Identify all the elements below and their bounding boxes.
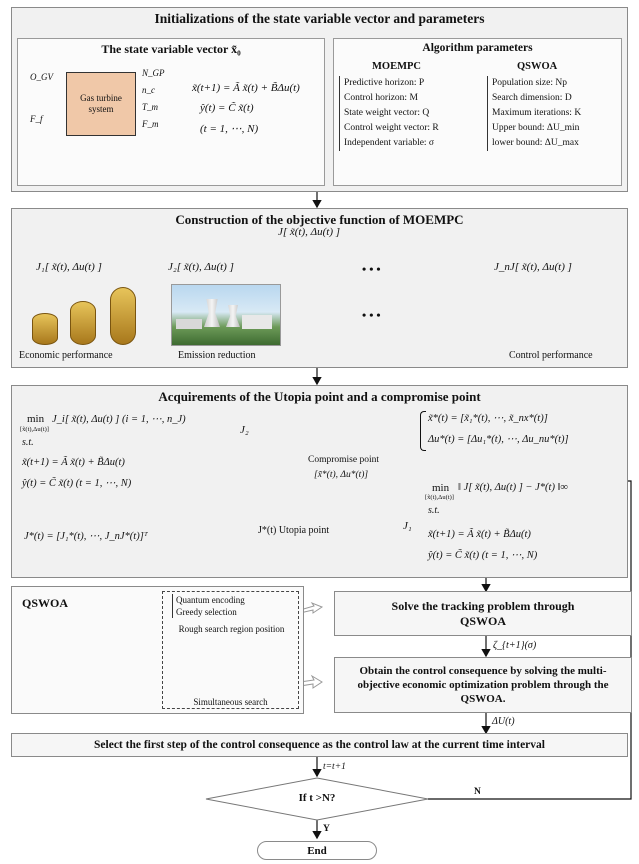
objective-dots-1: • • • — [362, 262, 381, 276]
qswoa-item: Quantum encoding — [176, 595, 245, 605]
utopia-st: s.t. — [22, 437, 34, 448]
caption-economic: Economic performance — [19, 350, 113, 361]
solve-tracking-box: Solve the tracking problem through QSWOA — [334, 591, 632, 636]
coins-image — [24, 283, 144, 347]
utopia-jstar: J*(t) = [J₁*(t), ⋯, J_nJ*(t)]ᵀ — [24, 531, 148, 542]
caption-emission: Emission reduction — [178, 350, 256, 361]
moempc-param: Control weight vector: R — [344, 123, 439, 133]
compromise-point: [x̃*(t), Δu*(t)] — [314, 470, 369, 480]
compromise-r2: Δu*(t) = [Δu₁*(t), ⋯, Δu_nu*(t)] — [428, 434, 569, 445]
compromise-st: s.t. — [428, 505, 440, 516]
compromise-r1: x̃*(t) = [x̃₁*(t), ⋯, x̃_nx*(t)] — [428, 413, 548, 424]
qswoa-item-list: Quantum encoding Greedy selection — [172, 594, 245, 618]
select-step-box: Select the first step of the control con… — [11, 733, 628, 757]
compromise-min-expr: ‖ J[ x̃(t), Δu(t) ] − J*(t) ‖∞ — [458, 482, 569, 493]
decision-no-label: N — [474, 787, 481, 797]
utopia-min-sub: [x̃(t),Δu(t)] — [20, 426, 49, 433]
utopia-min-expr: J_i[ x̃(t), Δu(t) ] (i = 1, ⋯, n_J) — [52, 414, 186, 425]
objective-main-fn: J[ x̃(t), Δu(t) ] — [277, 226, 341, 238]
end-terminator: End — [257, 841, 377, 860]
decision-text: If t >N? — [298, 792, 336, 804]
output-nc: n_c — [142, 85, 155, 95]
zeta-label: ζ_{t+1}(σ) — [493, 640, 537, 651]
qswoa-dashed-box — [162, 591, 299, 709]
moempc-param: Independent variable: σ — [344, 138, 435, 148]
objective-j1: J₁[ x̃(t), Δu(t) ] — [36, 261, 102, 273]
t-increment-label: t=t+1 — [323, 762, 346, 772]
caption-control: Control performance — [509, 350, 593, 361]
compromise-c1: x̃(t+1) = Ã x̃(t) + B̃Δu(t) — [428, 529, 531, 540]
moempc-param: Predictive horizon: P — [344, 78, 425, 88]
du-label: ΔU(t) — [492, 716, 515, 727]
utopia-min: min — [27, 413, 45, 425]
moempc-param: State weight vector: Q — [344, 108, 430, 118]
qswoa-param-list: Population size: Np Search dimension: D … — [487, 76, 581, 151]
output-fm: F_m — [142, 119, 159, 129]
right-brace — [420, 411, 426, 451]
output-tm: T_m — [142, 102, 159, 112]
state-vector-title: The state variable vector x̃₀ — [101, 42, 241, 56]
qswoa-param: Population size: Np — [492, 78, 567, 88]
objective-jn: J_nJ[ x̃(t), Δu(t) ] — [494, 261, 572, 273]
gas-turbine-block: Gas turbine system — [66, 72, 136, 136]
objective-dots-2: • • • — [362, 308, 381, 322]
utopia-c2: ŷ(t) = C̃ x̃(t) (t = 1, ⋯, N) — [22, 478, 132, 489]
utopia-point-label: J*(t) Utopia point — [258, 525, 330, 536]
qswoa-rough-label: Rough search region position — [178, 624, 285, 634]
qswoa-panel — [11, 586, 304, 714]
input-ff: F_f — [30, 114, 43, 124]
compromise-c2: ŷ(t) = C̃ x̃(t) (t = 1, ⋯, N) — [428, 550, 538, 561]
output-ngp: N_GP — [142, 68, 165, 78]
state-eq-1: x̃(t+1) = Ã x̃(t) + B̃Δu(t) — [192, 82, 300, 94]
moempc-title: MOEMPC — [372, 61, 421, 72]
qswoa-params-title: QSWOA — [517, 61, 558, 72]
qswoa-param: Search dimension: D — [492, 93, 572, 103]
qswoa-param: Upper bound: ΔU_min — [492, 123, 580, 133]
obtain-control-box: Obtain the control consequence by solvin… — [334, 657, 632, 713]
chart-axis-j2: J₂ — [240, 424, 249, 436]
qswoa-label: QSWOA — [22, 596, 69, 610]
state-eq-3: (t = 1, ⋯, N) — [200, 123, 259, 135]
qswoa-param: Maximum iterations: K — [492, 108, 582, 118]
compromise-min: min — [432, 482, 450, 494]
moempc-param: Control horizon: M — [344, 93, 418, 103]
compromise-label: Compromise point — [308, 455, 379, 465]
qswoa-param: lower bound: ΔU_max — [492, 138, 579, 148]
init-title: Initializations of the state variable ve… — [154, 11, 485, 26]
qswoa-sim-label: Simultaneous search — [193, 697, 268, 707]
objective-j2: J₂[ x̃(t), Δu(t) ] — [168, 261, 234, 273]
utopia-panel — [11, 385, 628, 578]
power-plant-image — [171, 284, 281, 346]
params-title: Algorithm parameters — [422, 42, 533, 54]
decision-yes-label: Y — [323, 824, 330, 834]
algorithm-params-box — [333, 38, 622, 186]
input-ogv: O_GV — [30, 72, 53, 82]
utopia-title: Acquirements of the Utopia point and a c… — [158, 389, 481, 404]
utopia-c1: x̃(t+1) = Ã x̃(t) + B̃Δu(t) — [22, 457, 125, 468]
moempc-param-list: Predictive horizon: P Control horizon: M… — [339, 76, 439, 151]
state-eq-2: ŷ(t) = C̃ x̃(t) — [200, 102, 254, 114]
compromise-min-sub: [x̃(t),Δu(t)] — [425, 494, 454, 501]
qswoa-item: Greedy selection — [176, 607, 237, 617]
objective-title: Construction of the objective function o… — [175, 212, 464, 227]
chart-axis-j1: J₁ — [403, 520, 412, 532]
